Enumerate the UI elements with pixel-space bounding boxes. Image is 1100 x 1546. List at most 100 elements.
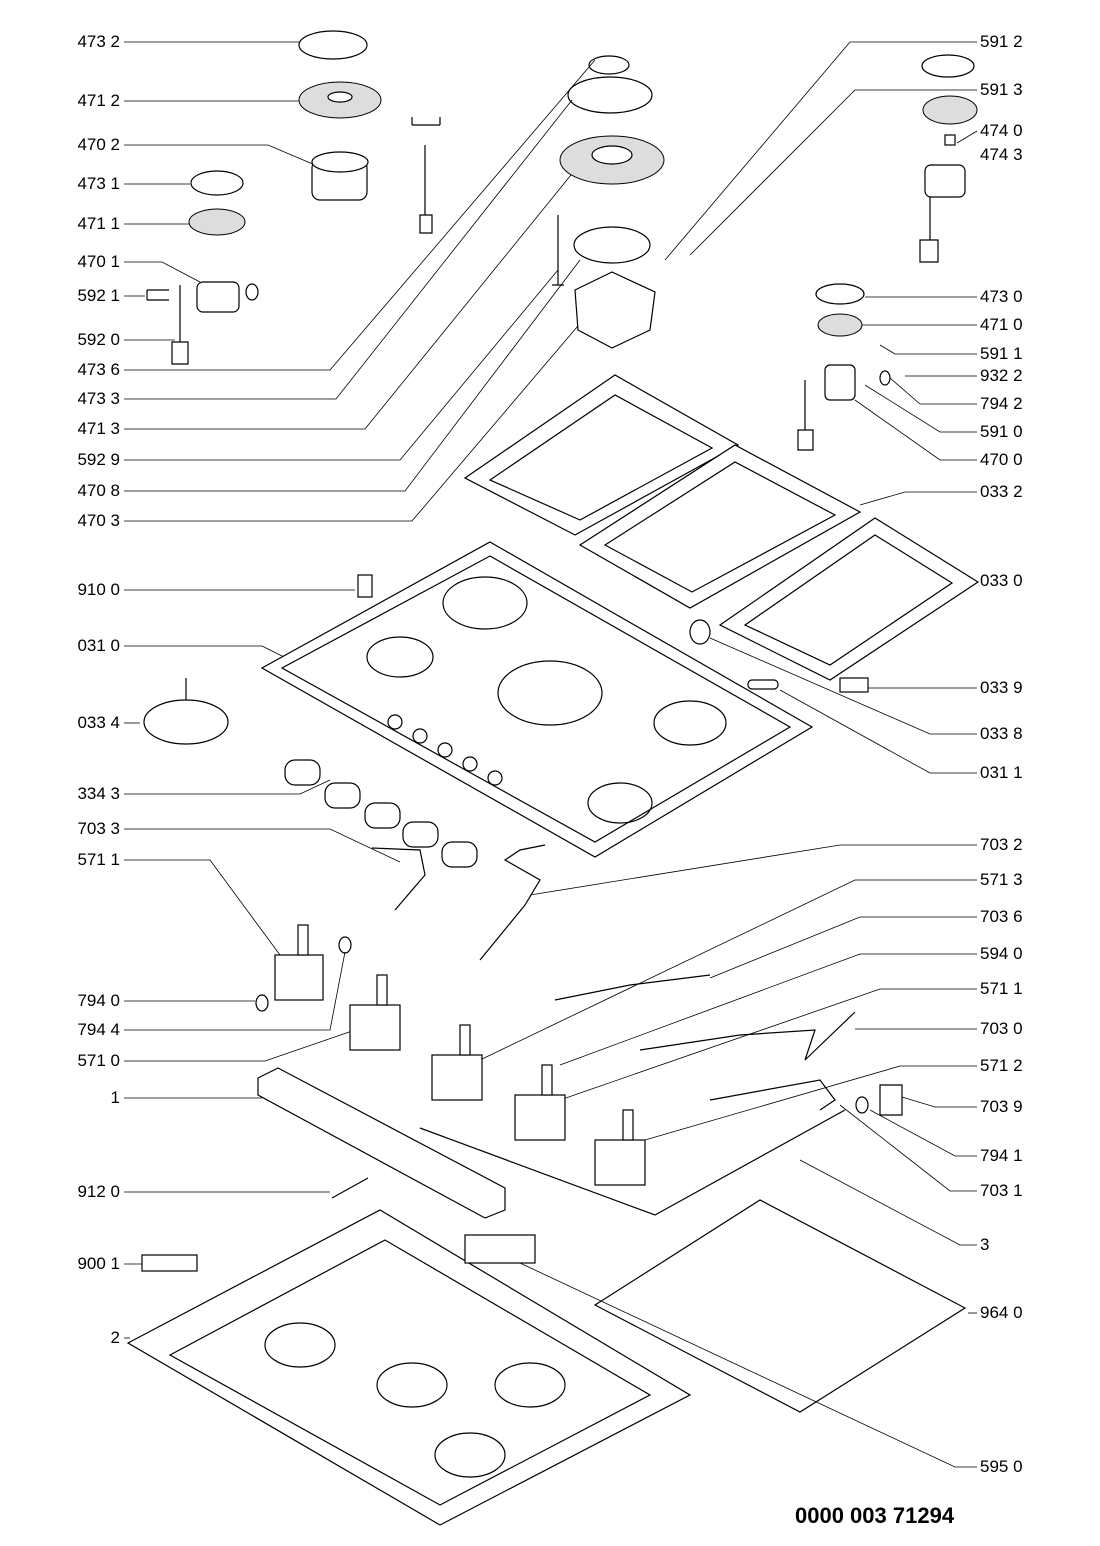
part-label: 794 1 [980, 1146, 1023, 1165]
leader-lines [124, 41, 978, 1468]
part-label: 033 4 [77, 713, 120, 732]
burner-cap-4730 [815, 283, 865, 305]
hob-burner-rear [442, 576, 528, 630]
connector-5950 [464, 1234, 536, 1264]
ring-4733 [567, 76, 653, 114]
leader-line [124, 269, 559, 461]
burner-body-4702-top [311, 151, 369, 173]
part-label: 473 6 [77, 360, 120, 379]
leader-line [869, 1109, 977, 1157]
leader-line [124, 169, 576, 430]
part-label: 571 1 [980, 979, 1023, 998]
pipe-7030 [639, 1011, 856, 1061]
leader-line [864, 384, 977, 433]
leader-line [124, 144, 316, 166]
elbow-7039 [879, 1084, 903, 1116]
part-label: 932 2 [980, 366, 1023, 385]
leader-line [479, 879, 977, 1061]
leader-line [529, 844, 977, 896]
knob-3343 [284, 759, 321, 786]
gasket-4708 [573, 226, 651, 264]
pipe-7032 [479, 844, 546, 961]
part-label: 794 4 [77, 1020, 120, 1039]
thermocouple [411, 117, 441, 234]
base-tray-dome [376, 1362, 448, 1408]
part-label: 470 3 [77, 511, 120, 530]
tube-3 [419, 1109, 846, 1216]
grate-0332-middle-inner [603, 461, 837, 593]
burner-crown-4712-center [327, 91, 353, 103]
burner-body-4703 [574, 271, 656, 349]
part-label: 900 1 [77, 1254, 120, 1273]
seal-7942 [879, 370, 891, 386]
part-label: 471 1 [77, 214, 120, 233]
part-label: 964 0 [980, 1303, 1023, 1322]
part-label: 703 1 [980, 1181, 1023, 1200]
knob-3343 [324, 782, 361, 809]
screw-9120 [331, 1177, 369, 1199]
leader-line [124, 261, 201, 283]
leader-line [124, 59, 596, 371]
leader-line [559, 953, 977, 1066]
part-label: 033 2 [980, 482, 1023, 501]
part-label: 470 1 [77, 252, 120, 271]
seal-7941 [855, 1096, 869, 1114]
part-label: 703 9 [980, 1097, 1023, 1116]
knob-3343 [441, 841, 478, 868]
burner-cap-4732 [298, 30, 368, 60]
wok-support-0334 [143, 699, 229, 745]
hob-top-0310 [260, 541, 814, 858]
leader-line [901, 1096, 977, 1108]
part-label: 033 9 [980, 678, 1023, 697]
seal-7944 [338, 936, 352, 954]
thermocouple-5920 [171, 285, 189, 365]
base-tray-2-inner [168, 1239, 652, 1506]
seal-ring [245, 283, 259, 301]
knob-3343 [364, 802, 401, 829]
hob-knob-hole [462, 756, 478, 772]
part-label: 595 0 [980, 1457, 1023, 1476]
burner-body-4701 [196, 281, 240, 313]
gasket-9640 [593, 1199, 967, 1413]
leader-line [889, 377, 977, 405]
leader-line [799, 1159, 977, 1246]
leader-line [956, 130, 978, 144]
burner-body-4743 [924, 164, 966, 198]
base-tray-dome [434, 1432, 506, 1478]
part-label: 794 2 [980, 394, 1023, 413]
burner-crown-4740 [922, 95, 978, 125]
part-label: 571 3 [980, 870, 1023, 889]
hob-knob-hole [412, 728, 428, 744]
grate-0332-left-inner [488, 394, 714, 521]
part-label: 470 8 [77, 481, 120, 500]
part-label: 470 0 [980, 450, 1023, 469]
part-label: 471 2 [77, 91, 120, 110]
part-label: 591 0 [980, 422, 1023, 441]
leader-line [854, 399, 977, 461]
part-label: 592 1 [77, 286, 120, 305]
part-label: 471 3 [77, 419, 120, 438]
leader-line [859, 491, 977, 506]
gas-valve-5711 [274, 924, 324, 1001]
control-rail-1 [257, 1067, 506, 1219]
leader-line [519, 1262, 977, 1468]
hob-burner-right [653, 700, 727, 746]
screw-9100 [357, 574, 373, 598]
burner-cap-4743 [921, 54, 975, 78]
part-label: 474 3 [980, 145, 1023, 164]
leader-line [689, 89, 977, 256]
part-label: 912 0 [77, 1182, 120, 1201]
grate-0330-right-inner [743, 534, 954, 666]
part-label: 474 0 [980, 121, 1023, 140]
part-label: 703 2 [980, 835, 1023, 854]
part-label: 473 0 [980, 287, 1023, 306]
bracket-9001 [141, 1254, 198, 1272]
hob-knob-hole [437, 742, 453, 758]
part-label: 334 3 [77, 784, 120, 803]
part-label: 703 3 [77, 819, 120, 838]
part-label: 3 [980, 1235, 990, 1254]
gas-valve-5712 [594, 1109, 646, 1186]
part-label: 471 0 [980, 315, 1023, 334]
part-label: 470 2 [77, 135, 120, 154]
injector-4740 [944, 134, 956, 146]
